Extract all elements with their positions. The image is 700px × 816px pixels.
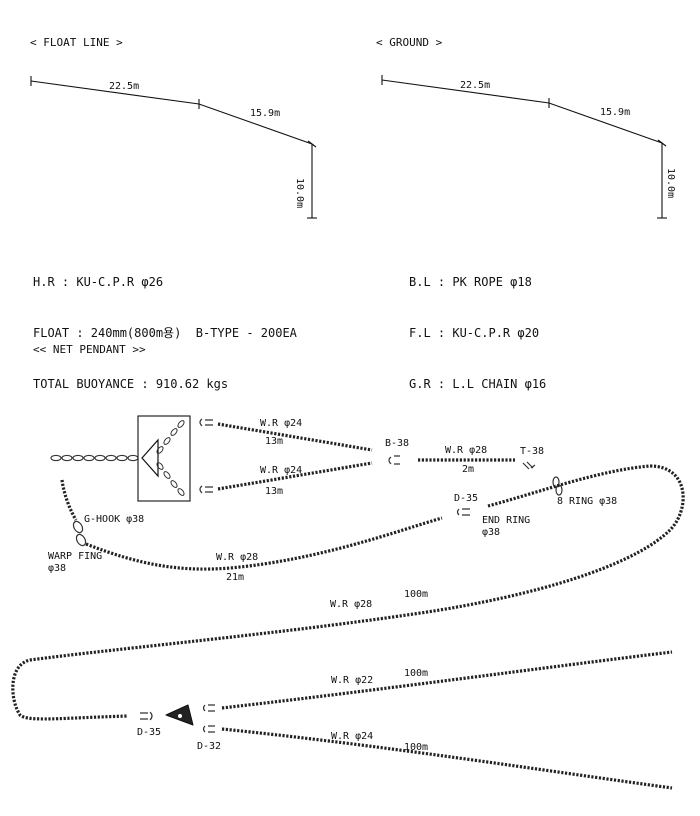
d32-shackle-upper bbox=[202, 704, 215, 712]
spec-hr: H.R : KU-C.P.R φ26 bbox=[33, 275, 164, 289]
label-end-ring: END RING bbox=[482, 515, 531, 526]
label-d35-top: D-35 bbox=[454, 493, 479, 504]
t38-shackle bbox=[522, 461, 536, 470]
label-d35-bottom: D-35 bbox=[137, 727, 162, 738]
label-wr24-upper: W.R φ24 bbox=[260, 418, 303, 429]
label-wr24-upper-len: 13m bbox=[265, 436, 284, 447]
triangle-plate-box bbox=[137, 415, 191, 502]
rope-wr22-100m bbox=[221, 650, 673, 710]
d32-shackle-lower bbox=[202, 725, 215, 733]
d35-bottom-shackle bbox=[140, 711, 153, 721]
label-8-ring: 8 RING φ38 bbox=[557, 496, 618, 507]
ground-seg3: 10.0m bbox=[665, 168, 676, 199]
float-line-profile bbox=[30, 76, 317, 219]
spec-left: H.R : KU-C.P.R φ26 FLOAT : 240mm(800m용) … bbox=[33, 240, 297, 410]
label-wr22-100m: W.R φ22 bbox=[331, 675, 374, 686]
label-wr28-2m: W.R φ28 bbox=[445, 445, 488, 456]
chain-left bbox=[50, 454, 139, 462]
label-wr28-21m: W.R φ28 bbox=[216, 552, 259, 563]
float-line-seg1: 22.5m bbox=[109, 81, 140, 92]
label-ghook: G-HOOK φ38 bbox=[84, 514, 145, 525]
float-line-seg2: 15.9m bbox=[250, 108, 281, 119]
spec-total-buoyance: TOTAL BUOYANCE : 910.62 kgs bbox=[33, 377, 229, 391]
label-wr24-100m: W.R φ24 bbox=[331, 731, 374, 742]
shackle-upper bbox=[199, 418, 213, 427]
rope-wr24-100m bbox=[221, 727, 673, 790]
label-t38: T-38 bbox=[520, 446, 545, 457]
triangle-plate-bottom bbox=[165, 704, 194, 726]
rope-wr24-13m-lower bbox=[217, 461, 373, 491]
ground-seg2: 15.9m bbox=[600, 107, 631, 118]
label-wr24-lower: W.R φ24 bbox=[260, 465, 303, 476]
label-wr22-100m-len: 100m bbox=[404, 668, 429, 679]
warp-ring bbox=[75, 533, 87, 547]
label-wr28-21m-len: 21m bbox=[226, 572, 245, 583]
shackle-lower bbox=[199, 485, 213, 494]
ground-title: < GROUND > bbox=[376, 36, 443, 49]
label-wr24-100m-len: 100m bbox=[404, 742, 429, 753]
label-wr28-100m: W.R φ28 bbox=[330, 599, 373, 610]
spec-bl: B.L : PK ROPE φ18 bbox=[409, 275, 532, 289]
rope-wr24-13m-upper bbox=[217, 422, 373, 452]
label-b38: B-38 bbox=[385, 438, 410, 449]
label-wr24-lower-len: 13m bbox=[265, 486, 284, 497]
label-warp-ring-size: φ38 bbox=[48, 563, 67, 574]
float-line-seg3: 10.0m bbox=[294, 178, 305, 209]
label-warp-ring: WARP FING bbox=[48, 551, 103, 562]
label-d32: D-32 bbox=[197, 741, 222, 752]
ghook bbox=[72, 520, 84, 534]
b38-shackle bbox=[388, 455, 400, 465]
spec-right: B.L : PK ROPE φ18 F.L : KU-C.P.R φ20 G.R… bbox=[409, 240, 546, 410]
ground-profile bbox=[381, 75, 667, 219]
float-line-title: < FLOAT LINE > bbox=[30, 36, 123, 49]
rope-wr28-21m bbox=[85, 516, 443, 571]
net-pendant-title: << NET PENDANT >> bbox=[33, 343, 146, 356]
spec-gr: G.R : L.L CHAIN φ16 bbox=[409, 377, 547, 391]
label-wr28-100m-len: 100m bbox=[404, 589, 429, 600]
rope-ghook-link bbox=[60, 479, 78, 521]
ground-seg1: 22.5m bbox=[460, 80, 491, 91]
label-wr28-2m-len: 2m bbox=[462, 464, 475, 475]
d35-top-shackle bbox=[456, 508, 470, 516]
label-end-ring-size: φ38 bbox=[482, 527, 501, 538]
spec-fl: F.L : KU-C.P.R φ20 bbox=[409, 326, 540, 340]
spec-float: FLOAT : 240mm(800m용) B-TYPE - 200EA bbox=[33, 326, 297, 340]
